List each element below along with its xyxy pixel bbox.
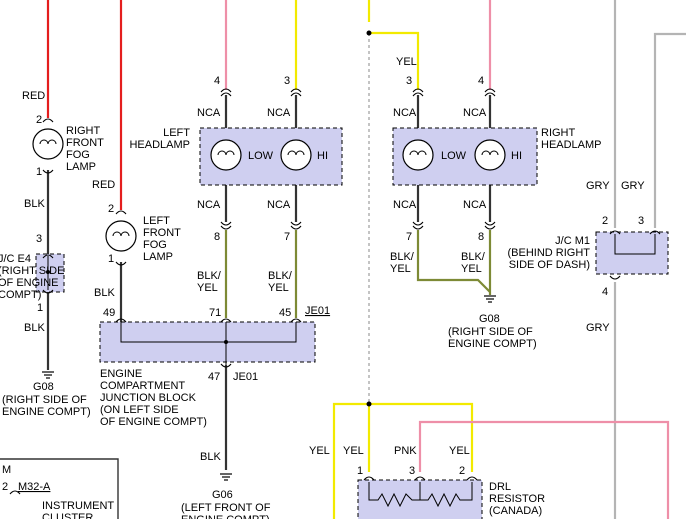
wire-label-nca: NCA bbox=[267, 199, 291, 211]
pin-label: 4 bbox=[478, 75, 484, 87]
wire-label-blk: BLK bbox=[94, 287, 115, 299]
wire-label-pnk: PNK bbox=[394, 445, 417, 457]
pin-label: 2 bbox=[602, 215, 608, 227]
wire-label-gry: GRY bbox=[621, 180, 645, 192]
ground-g08-right-icon bbox=[484, 295, 496, 303]
wire-label-red: RED bbox=[92, 179, 115, 191]
wire-label-blk: BLK bbox=[24, 198, 45, 210]
wire-label-nca: NCA bbox=[197, 107, 221, 119]
pin-label: 7 bbox=[406, 231, 412, 243]
wire-label-blk-yel: BLK/YEL bbox=[390, 251, 415, 275]
wire-olive-right bbox=[416, 230, 491, 293]
pin-label: 4 bbox=[214, 75, 220, 87]
pin-label: 1 bbox=[37, 302, 43, 314]
wire-label-nca: NCA bbox=[393, 199, 417, 211]
ground-g08-left-icon bbox=[42, 371, 54, 379]
pin-label: 45 bbox=[279, 307, 291, 319]
ground-g08-left-label: G08 bbox=[33, 381, 54, 393]
pin-label: 2 bbox=[459, 465, 465, 477]
wire-label-nca: NCA bbox=[267, 107, 291, 119]
wire-label-gry: GRY bbox=[586, 322, 610, 334]
wire-label-yel: YEL bbox=[343, 445, 364, 457]
ground-g06-icon bbox=[220, 473, 232, 481]
wire-label-yel: YEL bbox=[449, 445, 470, 457]
wire-pnk-drl bbox=[418, 420, 670, 519]
left-front-fog-lamp-icon bbox=[105, 220, 137, 252]
pin-label: 8 bbox=[478, 231, 484, 243]
pin-label: 47 bbox=[208, 371, 220, 383]
pin-label: 3 bbox=[409, 465, 415, 477]
pin-label: 1 bbox=[36, 166, 42, 178]
instrument-cluster-pin-fragment: M bbox=[2, 464, 11, 476]
wire-yel-drl-left bbox=[332, 402, 474, 519]
wire-label-nca: NCA bbox=[197, 199, 221, 211]
right-hi-beam-icon bbox=[474, 139, 506, 171]
pin-label: 1 bbox=[357, 465, 363, 477]
connector-je01: JE01 bbox=[305, 305, 330, 317]
jc-e4-box bbox=[35, 253, 65, 293]
right-front-fog-lamp-icon bbox=[32, 128, 64, 160]
wire-label-blk-yel: BLK/YEL bbox=[268, 270, 293, 294]
wire-label-blk-yel: BLK/YEL bbox=[197, 270, 222, 294]
wire-label-nca: NCA bbox=[393, 107, 417, 119]
wire-label-red: RED bbox=[22, 90, 45, 102]
wire-label-yel: YEL bbox=[309, 445, 330, 457]
jc-m1-box bbox=[595, 231, 669, 275]
pin-label: 1 bbox=[108, 253, 114, 265]
wire-label-blk-yel: BLK/YEL bbox=[461, 251, 486, 275]
pin-label: 3 bbox=[284, 75, 290, 87]
ground-g06-label: G06 bbox=[212, 489, 233, 501]
right-hi-label: HI bbox=[511, 150, 522, 162]
wire-label-nca: NCA bbox=[463, 199, 487, 211]
wire-label-nca: NCA bbox=[463, 107, 487, 119]
ground-g08-right-label: G08 bbox=[479, 313, 500, 325]
right-low-beam-icon bbox=[402, 139, 434, 171]
pin-label: 71 bbox=[209, 307, 221, 319]
left-low-beam-icon bbox=[210, 139, 242, 171]
pin-label: 8 bbox=[214, 231, 220, 243]
wire-label-blk: BLK bbox=[200, 451, 221, 463]
pin-label: 2 bbox=[36, 114, 42, 126]
pin-label: 49 bbox=[103, 307, 115, 319]
pin-label: 3 bbox=[638, 215, 644, 227]
junction-dot bbox=[366, 401, 372, 407]
pin-label: 3 bbox=[36, 233, 42, 245]
pin-label: 2 bbox=[2, 481, 8, 493]
pin-label: 2 bbox=[108, 203, 114, 215]
wire-yel-right-low bbox=[369, 31, 420, 90]
right-low-label: LOW bbox=[441, 150, 467, 162]
wire-label-blk: BLK bbox=[24, 322, 45, 334]
junction-dot bbox=[366, 30, 372, 36]
wire-gry-right bbox=[653, 32, 686, 228]
connector-je01: JE01 bbox=[233, 371, 258, 383]
left-low-label: LOW bbox=[248, 150, 274, 162]
pin-label: 4 bbox=[602, 286, 608, 298]
connector-marks bbox=[9, 88, 661, 495]
wire-label-yel: YEL bbox=[396, 56, 417, 68]
left-hi-beam-icon bbox=[280, 139, 312, 171]
left-hi-label: HI bbox=[317, 150, 328, 162]
wire-label-gry: GRY bbox=[586, 180, 610, 192]
pin-label: 3 bbox=[406, 75, 412, 87]
connector-m32a: M32-A bbox=[18, 481, 51, 493]
pin-label: 7 bbox=[284, 231, 290, 243]
